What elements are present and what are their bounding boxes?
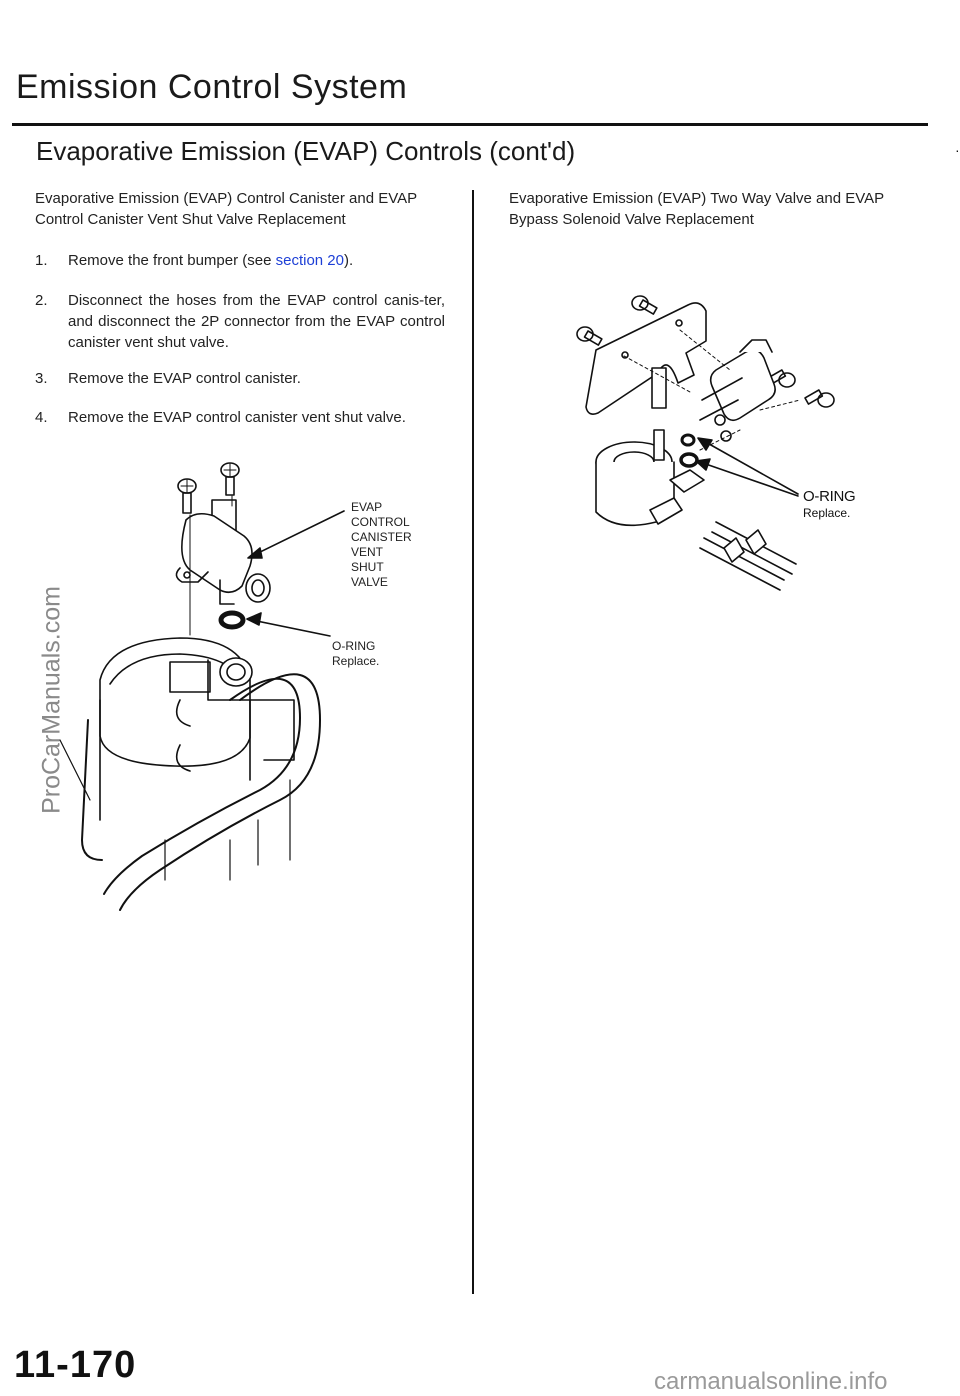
margin-mark: ·: [955, 142, 960, 158]
step-1: 1. Remove the front bumper (see section …: [35, 250, 445, 271]
step-4: 4. Remove the EVAP control canister vent…: [35, 407, 445, 428]
page-title: Emission Control System: [16, 68, 408, 106]
column-divider: [472, 190, 474, 1294]
callout-line: CONTROL: [351, 515, 410, 529]
bolt-icon: [177, 478, 197, 514]
callout-line: EVAP: [351, 500, 383, 514]
step-number: 1.: [35, 252, 48, 269]
callout-line: SHUT: [351, 560, 384, 574]
left-oring-callout: O-RING Replace.: [332, 639, 379, 669]
arrow-icon: [701, 439, 799, 495]
step-number: 3.: [35, 370, 48, 387]
step-text: Remove the front bumper (see section 20)…: [35, 250, 445, 271]
step-text: Remove the EVAP control canister.: [68, 370, 301, 387]
callout-line: VENT: [351, 545, 384, 559]
header-rule: [12, 123, 928, 126]
oring-label: O-RING: [332, 639, 376, 653]
step-text-post: ).: [344, 252, 354, 269]
valve-callout: EVAP CONTROL CANISTER VENT SHUT VALVE: [351, 500, 412, 590]
arrow-head: [695, 458, 711, 471]
arrow-head: [246, 612, 262, 626]
step-number: 4.: [35, 409, 48, 426]
right-oring-callout: O-RING Replace.: [803, 488, 856, 521]
left-procedure-heading: Evaporative Emission (EVAP) Control Cani…: [35, 190, 417, 228]
step-text: Disconnect the hoses from the EVAP contr…: [68, 292, 445, 351]
arrow-head: [247, 547, 263, 559]
bolt-icon: [804, 389, 835, 408]
arrow-icon: [699, 461, 799, 497]
arrow-icon: [251, 619, 331, 637]
right-procedure-heading: Evaporative Emission (EVAP) Two Way Valv…: [509, 190, 884, 228]
step-number: 2.: [35, 292, 48, 309]
callout-line: CANISTER: [351, 530, 412, 544]
footer-site-text: carmanualsonline.info: [654, 1368, 888, 1395]
step-3: 3. Remove the EVAP control canister.: [35, 368, 445, 389]
section-20-link[interactable]: section 20: [275, 252, 344, 269]
oring-note: Replace.: [803, 506, 851, 520]
bolt-icon: [220, 462, 240, 496]
oring-label: O-RING: [803, 488, 856, 505]
step-text-pre: Remove the front bumper (see: [68, 252, 276, 269]
bolt-icon: [631, 295, 658, 315]
arrow-icon: [251, 510, 345, 557]
page-number: 11-170: [14, 1344, 137, 1386]
watermark-text: ProCarManuals.com: [37, 586, 66, 814]
section-subtitle: Evaporative Emission (EVAP) Controls (co…: [36, 136, 576, 166]
callout-line: VALVE: [351, 575, 388, 589]
step-2: 2. Disconnect the hoses from the EVAP co…: [35, 290, 445, 353]
step-text: Remove the EVAP control canister vent sh…: [68, 409, 406, 426]
oring-note: Replace.: [332, 654, 380, 668]
arrow-head: [697, 437, 713, 451]
bolt-icon: [576, 326, 603, 346]
